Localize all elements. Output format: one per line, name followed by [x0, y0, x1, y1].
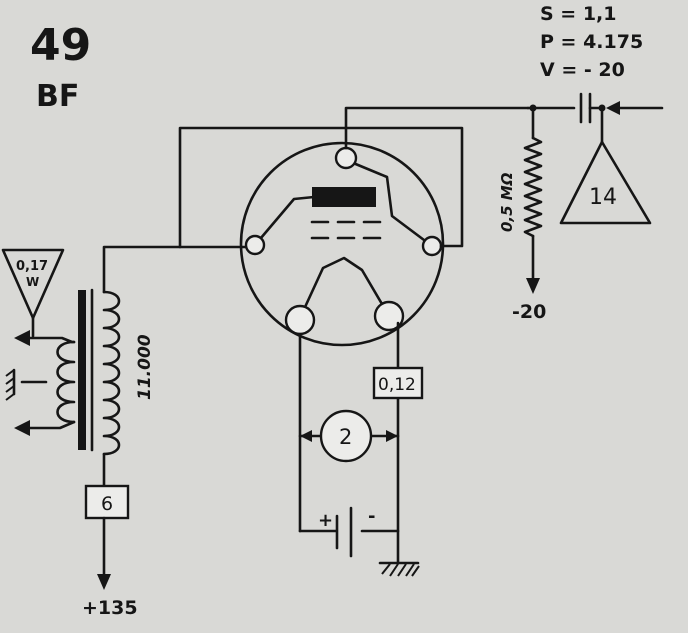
tube-pin-filament-right [373, 300, 405, 332]
battery-icon [335, 506, 353, 558]
grid-bias-label: -20 [512, 301, 546, 323]
output-transformer: 11.000 [5, 288, 155, 488]
tube-wiring [102, 106, 530, 565]
supply-arrow-icon [97, 574, 111, 590]
plate-supply: 6 +135 [82, 484, 138, 619]
ground-icon [5, 368, 16, 401]
tube-pin-left [244, 234, 266, 256]
speaker-power-label: 0,17 [16, 259, 48, 274]
bias-arrow-icon [526, 278, 540, 294]
transformer-ratio-label: 11.000 [135, 334, 155, 400]
input-arrow-icon [606, 101, 620, 115]
battery-minus-label: - [368, 506, 375, 527]
param-v: V = - 20 [540, 59, 625, 81]
capacitor-icon [579, 92, 592, 124]
secondary-coil-icon [20, 336, 76, 430]
secondary-bottom-arrow-icon [14, 420, 30, 436]
tube-type: BF [36, 79, 79, 114]
primary-coil-icon [102, 290, 121, 456]
speaker-triangle-icon: 0,17 W [1, 248, 65, 338]
grid-circuit: 14 0,5 MΩ -20 [498, 92, 664, 323]
transformer-core [78, 290, 86, 450]
tube-filament [298, 256, 391, 320]
tube-pin-filament-left [284, 304, 316, 336]
tube-grid [310, 220, 382, 240]
param-s: S = 1,1 [540, 3, 617, 25]
chassis-ground-icon [378, 561, 420, 577]
filament-circuit: 0,12 2 + - [298, 366, 424, 577]
battery-plus-label: + [318, 510, 333, 531]
plate-resistor-label: 6 [101, 493, 113, 515]
tube-number: 49 [30, 20, 91, 71]
tube-envelope [239, 141, 445, 347]
filament-battery-label: 2 [339, 425, 352, 449]
input-stage-triangle-icon [559, 140, 652, 225]
filament-battery-circle [319, 409, 373, 463]
tube-pin-right [421, 235, 443, 257]
grid-resistor-label: 0,5 MΩ [498, 172, 516, 232]
plate-supply-label: +135 [82, 597, 138, 619]
meter-right-arrow-icon [386, 430, 398, 442]
param-p: P = 4.175 [540, 31, 643, 53]
plate-resistor-box [84, 484, 130, 520]
speaker-power-unit: W [26, 275, 39, 289]
tube-anode [312, 187, 376, 207]
filament-resistor-label: 0,12 [378, 375, 416, 395]
tube-pin-top [334, 146, 358, 170]
secondary-top-arrow-icon [14, 330, 30, 346]
resistor-zigzag-icon [523, 136, 543, 238]
vacuum-tube-icon [239, 141, 445, 347]
filament-resistor-box [372, 366, 424, 400]
input-stage-label: 14 [589, 185, 617, 210]
meter-left-arrow-icon [300, 430, 312, 442]
